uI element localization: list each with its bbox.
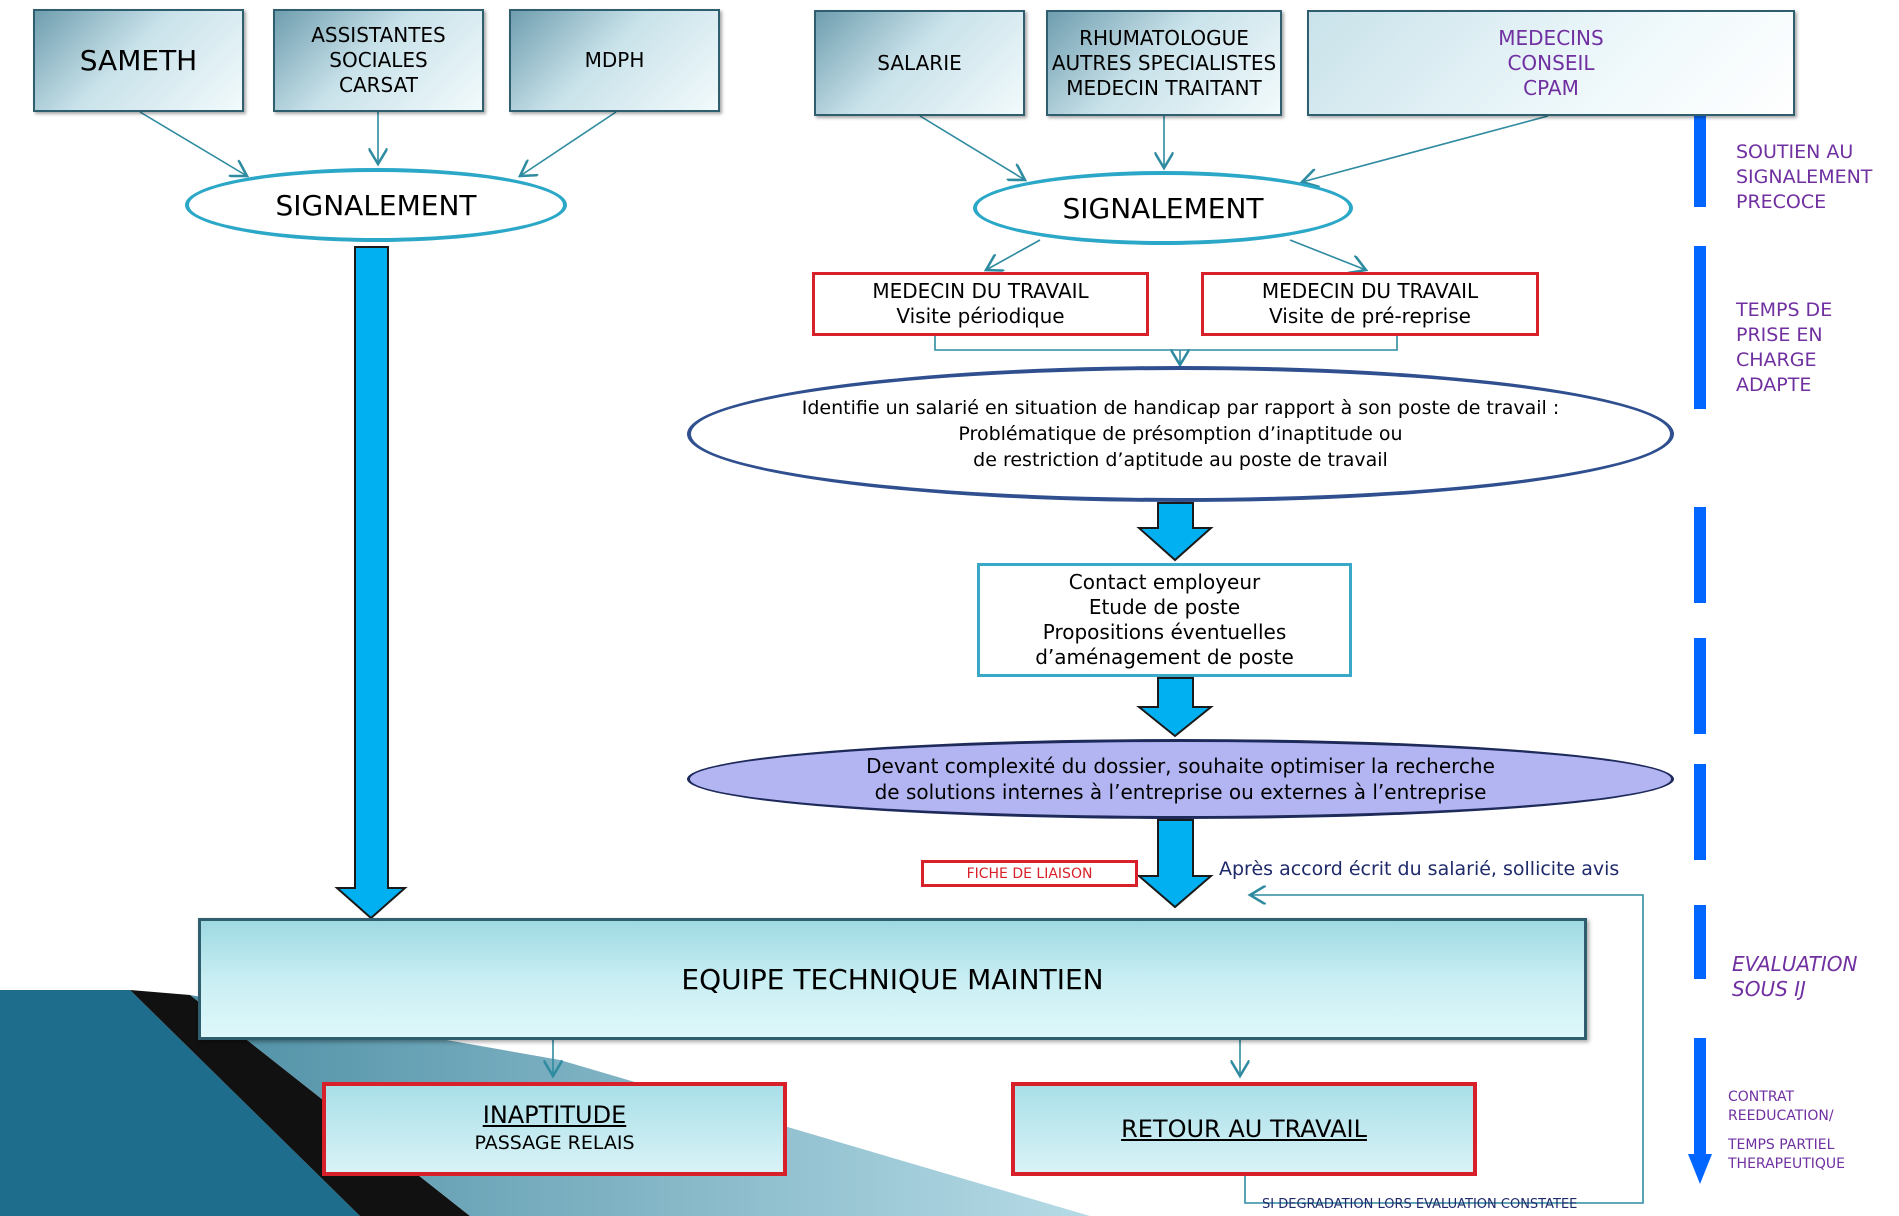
source-salarie: SALARIE	[814, 10, 1025, 116]
timeline-line: REEDUCATION/	[1728, 1108, 1834, 1124]
arrow-mdph	[520, 111, 617, 176]
arrow-medecins-conseil	[1302, 115, 1549, 182]
medecin-subtitle: Visite périodique	[896, 304, 1065, 328]
timeline-line: CHARGE	[1736, 349, 1817, 371]
fiche-de-liaison: FICHE DE LIAISON	[921, 860, 1138, 887]
source-sameth-label: SAMETH	[79, 44, 198, 77]
feedback-loop	[1244, 895, 1644, 1204]
signalement-left-label: SIGNALEMENT	[275, 188, 477, 222]
source-line: SOCIALES	[329, 48, 428, 72]
outcome-retour-au-travail: RETOUR AU TRAVAIL	[1011, 1082, 1477, 1176]
arrow-sameth	[139, 111, 247, 176]
arrow-to-visite-prereprise	[1289, 239, 1366, 270]
timeline-line: THERAPEUTIQUE	[1728, 1156, 1845, 1172]
timeline-line: SOUS IJ	[1732, 977, 1806, 1001]
contact-line: Contact employeur	[1068, 570, 1261, 594]
timeline-arrowhead	[1688, 1154, 1712, 1184]
source-line: AUTRES SPECIALISTES	[1051, 50, 1277, 75]
medecin-title: MEDECIN DU TRAVAIL	[1261, 279, 1479, 303]
timeline-line: SOUTIEN AU	[1736, 141, 1854, 163]
identify-ellipse: Identifie un salarié en situation de han…	[687, 366, 1674, 502]
source-sameth: SAMETH	[33, 9, 244, 112]
timeline-soutien: SOUTIEN AU SIGNALEMENT PRECOCE	[1736, 140, 1872, 215]
timeline-line: EVALUATION	[1732, 952, 1858, 976]
timeline-line: TEMPS PARTIEL	[1728, 1137, 1835, 1153]
fiche-label: FICHE DE LIAISON	[966, 865, 1093, 882]
block-arrow-1	[1136, 502, 1214, 562]
source-mdph-label: MDPH	[584, 48, 645, 72]
source-line: ASSISTANTES	[311, 23, 446, 47]
equipe-label: EQUIPE TECHNIQUE MAINTIEN	[681, 962, 1104, 996]
source-line: RHUMATOLOGUE	[1079, 25, 1249, 50]
outcome-inaptitude: INAPTITUDE PASSAGE RELAIS	[322, 1082, 787, 1176]
block-arrow-3	[1136, 819, 1214, 909]
arrow-to-visite-periodique	[986, 239, 1041, 270]
timeline-line: TEMPS DE	[1736, 299, 1833, 321]
arrow-salarie	[919, 115, 1025, 180]
identify-line: de restriction d’aptitude au poste de tr…	[973, 449, 1388, 471]
source-salarie-label: SALARIE	[877, 50, 962, 75]
medecin-visite-prereprise: MEDECIN DU TRAVAIL Visite de pré-reprise	[1201, 272, 1539, 336]
inaptitude-title: INAPTITUDE	[482, 1101, 627, 1129]
source-line: CONSEIL	[1507, 50, 1595, 75]
timeline-line: SIGNALEMENT	[1736, 166, 1873, 188]
complexite-line: de solutions internes à l’entreprise ou …	[874, 780, 1487, 804]
medecin-visite-periodique: MEDECIN DU TRAVAIL Visite périodique	[812, 272, 1149, 336]
medecin-title: MEDECIN DU TRAVAIL	[872, 279, 1089, 303]
timeline-line: PRECOCE	[1736, 191, 1827, 213]
source-assistantes-sociales: ASSISTANTES SOCIALES CARSAT	[273, 9, 484, 112]
timeline-evaluation: EVALUATION SOUS IJ	[1732, 952, 1857, 1002]
signalement-right: SIGNALEMENT	[973, 171, 1353, 245]
accord-note: Après accord écrit du salarié, sollicite…	[1219, 858, 1620, 880]
source-rhumatologue: RHUMATOLOGUE AUTRES SPECIALISTES MEDECIN…	[1046, 10, 1282, 116]
timeline-contrat: CONTRAT REEDUCATION/ TEMPS PARTIEL THERA…	[1728, 1088, 1845, 1174]
source-line: CPAM	[1523, 75, 1579, 100]
signalement-right-label: SIGNALEMENT	[1062, 191, 1264, 225]
medecin-subtitle: Visite de pré-reprise	[1269, 304, 1471, 328]
equipe-technique-maintien: EQUIPE TECHNIQUE MAINTIEN	[198, 918, 1587, 1040]
contact-line: Etude de poste	[1088, 595, 1241, 619]
source-line: MEDECIN TRAITANT	[1066, 75, 1262, 100]
merge-bracket	[934, 336, 1398, 351]
source-mdph: MDPH	[509, 9, 720, 112]
timeline-line: CONTRAT	[1728, 1089, 1795, 1105]
complexite-ellipse: Devant complexité du dossier, souhaite o…	[687, 739, 1674, 819]
contact-line: d’aménagement de poste	[1035, 645, 1294, 669]
contact-line: Propositions éventuelles	[1042, 620, 1287, 644]
degradation-note: SI DEGRADATION LORS EVALUATION CONSTATEE	[1262, 1197, 1578, 1212]
inaptitude-subtitle: PASSAGE RELAIS	[474, 1132, 635, 1154]
block-arrow-2	[1136, 677, 1214, 738]
source-line: CARSAT	[339, 73, 418, 97]
source-line: MEDECINS	[1498, 25, 1604, 50]
timeline-temps: TEMPS DE PRISE EN CHARGE ADAPTE	[1736, 298, 1832, 398]
complexite-line: Devant complexité du dossier, souhaite o…	[866, 754, 1495, 778]
block-arrow-left	[334, 246, 408, 920]
source-medecins-conseil: MEDECINS CONSEIL CPAM	[1307, 10, 1795, 116]
timeline-bar	[1688, 115, 1712, 1184]
identify-line: Problématique de présomption d’inaptitud…	[958, 423, 1403, 445]
timeline-line: PRISE EN	[1736, 324, 1823, 346]
retour-title: RETOUR AU TRAVAIL	[1121, 1115, 1367, 1143]
contact-employeur-box: Contact employeur Etude de poste Proposi…	[977, 563, 1352, 677]
identify-line: Identifie un salarié en situation de han…	[801, 397, 1560, 419]
timeline-line: ADAPTE	[1736, 374, 1812, 396]
signalement-left: SIGNALEMENT	[185, 168, 567, 242]
